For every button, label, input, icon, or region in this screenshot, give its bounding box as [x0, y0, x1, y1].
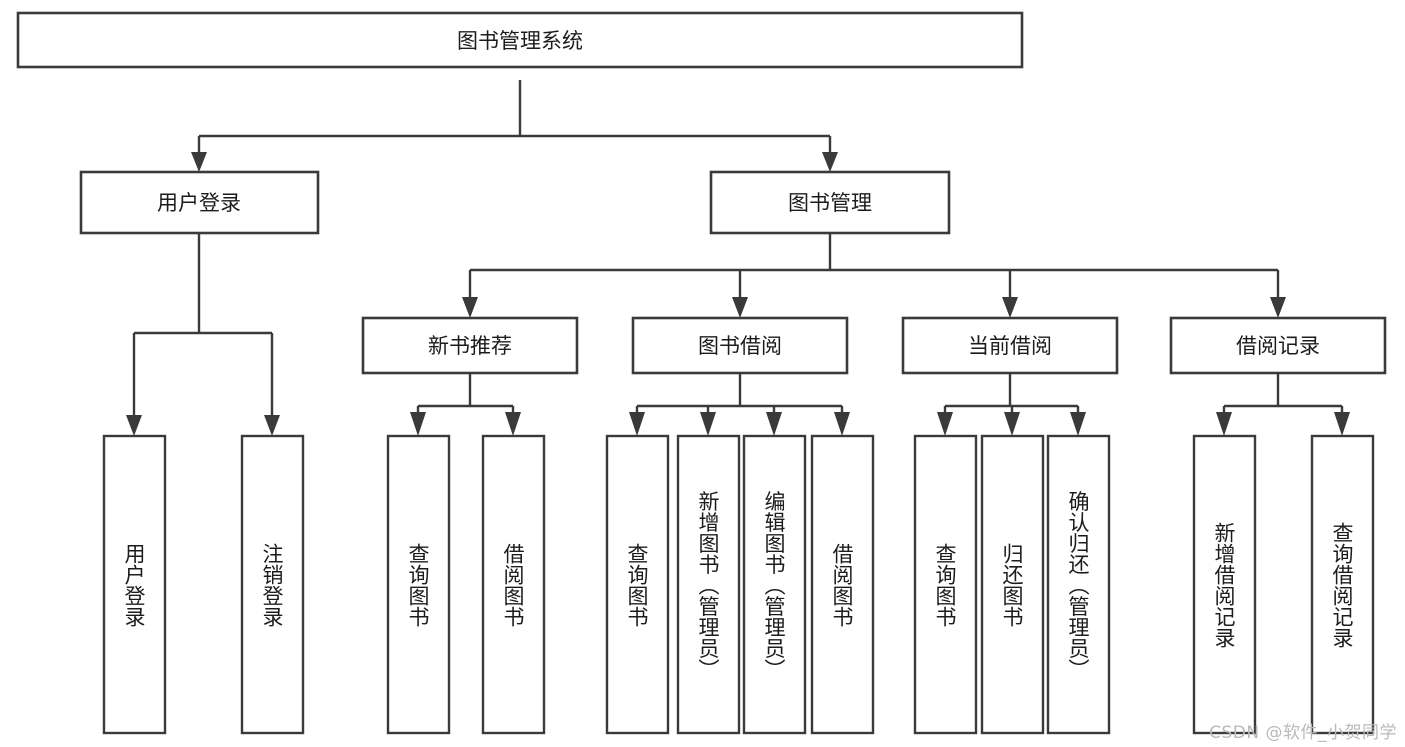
csdn-watermark: CSDN @软件_小贺同学 [1209, 723, 1397, 743]
arrow-head-br-query-record [1334, 412, 1350, 436]
node-new-book-recommend-label: 新书推荐 [428, 334, 512, 358]
arrow-head-bb-borrow-book [834, 412, 850, 436]
node-leaf-cb-return-book-label: 归还图书 [1000, 543, 1024, 627]
node-leaf-br-add-record-label: 新增借阅记录 [1212, 522, 1236, 648]
node-book-borrow-label: 图书借阅 [698, 334, 782, 358]
node-leaf-br-query-record[interactable]: 查询借阅记录 [1310, 434, 1375, 735]
node-leaf-cb-return-book-box [980, 434, 1045, 735]
node-leaf-logout-box [240, 434, 305, 735]
node-leaf-logout-label: 注销登录 [260, 543, 284, 627]
arrow-head-borrow-record [1270, 297, 1286, 318]
node-leaf-cb-confirm-return[interactable]: 确认归还（管理员） [1046, 434, 1111, 735]
node-book-management[interactable]: 图书管理 [709, 170, 951, 235]
node-book-borrow[interactable]: 图书借阅 [631, 316, 849, 375]
arrow-head-new-book [462, 297, 478, 318]
node-root-system-label: 图书管理系统 [457, 29, 583, 53]
node-leaf-cb-return-book[interactable]: 归还图书 [980, 434, 1045, 735]
node-leaf-cb-query-book[interactable]: 查询图书 [913, 434, 978, 735]
node-user-login-box [79, 170, 320, 235]
node-leaf-cb-confirm-return-label: 确认归还（管理员） [1066, 491, 1090, 680]
node-leaf-bb-borrow-book-label: 借阅图书 [830, 543, 854, 627]
node-leaf-cb-query-book-box [913, 434, 978, 735]
node-book-borrow-box [631, 316, 849, 375]
node-leaf-nb-borrow-book[interactable]: 借阅图书 [481, 434, 546, 735]
node-leaf-bb-add-book[interactable]: 新增图书（管理员） [676, 434, 741, 735]
arrow-head-book-manage [822, 152, 838, 172]
node-leaf-br-add-record-box [1192, 434, 1257, 735]
node-leaf-user-login-box [102, 434, 167, 735]
arrow-head-leaf-user-login [126, 415, 142, 436]
node-root-system-box [16, 11, 1024, 69]
node-leaf-logout[interactable]: 注销登录 [240, 434, 305, 735]
node-leaf-bb-edit-book[interactable]: 编辑图书（管理员） [742, 434, 807, 735]
arrow-head-cb-query-book [937, 412, 953, 436]
node-leaf-br-query-record-label: 查询借阅记录 [1330, 522, 1354, 648]
node-leaf-bb-add-book-label: 新增图书（管理员） [696, 491, 720, 680]
arrow-head-cb-confirm-return [1070, 412, 1086, 436]
node-leaf-nb-query-book[interactable]: 查询图书 [386, 434, 451, 735]
node-leaf-br-add-record[interactable]: 新增借阅记录 [1192, 434, 1257, 735]
arrow-head-nb-borrow-book [505, 412, 521, 436]
node-leaf-br-query-record-box [1310, 434, 1375, 735]
node-leaf-bb-add-book-box [676, 434, 741, 735]
arrow-head-book-borrow [732, 297, 748, 318]
node-borrow-record-label: 借阅记录 [1236, 334, 1320, 358]
node-user-login[interactable]: 用户登录 [79, 170, 320, 235]
node-leaf-bb-borrow-book[interactable]: 借阅图书 [810, 434, 875, 735]
arrow-head-user-login [191, 152, 207, 172]
node-borrow-record[interactable]: 借阅记录 [1169, 316, 1387, 375]
node-leaf-bb-edit-book-box [742, 434, 807, 735]
connector-layer [126, 80, 1350, 436]
node-leaf-nb-borrow-book-label: 借阅图书 [501, 543, 525, 627]
node-leaf-bb-borrow-book-box [810, 434, 875, 735]
node-current-borrow-box [901, 316, 1119, 375]
node-leaf-user-login[interactable]: 用户登录 [102, 434, 167, 735]
node-borrow-record-box [1169, 316, 1387, 375]
node-root-system[interactable]: 图书管理系统 [16, 11, 1024, 69]
node-current-borrow-label: 当前借阅 [968, 334, 1052, 358]
node-leaf-bb-edit-book-label: 编辑图书（管理员） [762, 491, 786, 680]
node-leaf-nb-query-book-label: 查询图书 [406, 543, 430, 627]
node-leaf-bb-query-book[interactable]: 查询图书 [605, 434, 670, 735]
arrow-head-leaf-logout [264, 415, 280, 436]
node-book-management-box [709, 170, 951, 235]
node-user-login-label: 用户登录 [157, 191, 241, 215]
arrow-head-nb-query-book [410, 412, 426, 436]
node-leaf-cb-query-book-label: 查询图书 [933, 543, 957, 627]
arrow-head-br-add-record [1216, 412, 1232, 436]
node-new-book-recommend-box [361, 316, 579, 375]
arrow-head-current-borrow [1002, 297, 1018, 318]
arrow-head-bb-add-book [700, 412, 716, 436]
node-leaf-bb-query-book-box [605, 434, 670, 735]
node-leaf-nb-query-book-box [386, 434, 451, 735]
node-new-book-recommend[interactable]: 新书推荐 [361, 316, 579, 375]
node-current-borrow[interactable]: 当前借阅 [901, 316, 1119, 375]
node-leaf-bb-query-book-label: 查询图书 [625, 543, 649, 627]
node-book-management-label: 图书管理 [788, 191, 872, 215]
arrow-head-bb-edit-book [766, 412, 782, 436]
arrow-head-cb-return-book [1004, 412, 1020, 436]
node-leaf-user-login-label: 用户登录 [122, 543, 146, 627]
node-leaf-nb-borrow-book-box [481, 434, 546, 735]
node-leaf-cb-confirm-return-box [1046, 434, 1111, 735]
arrow-head-bb-query-book [629, 412, 645, 436]
